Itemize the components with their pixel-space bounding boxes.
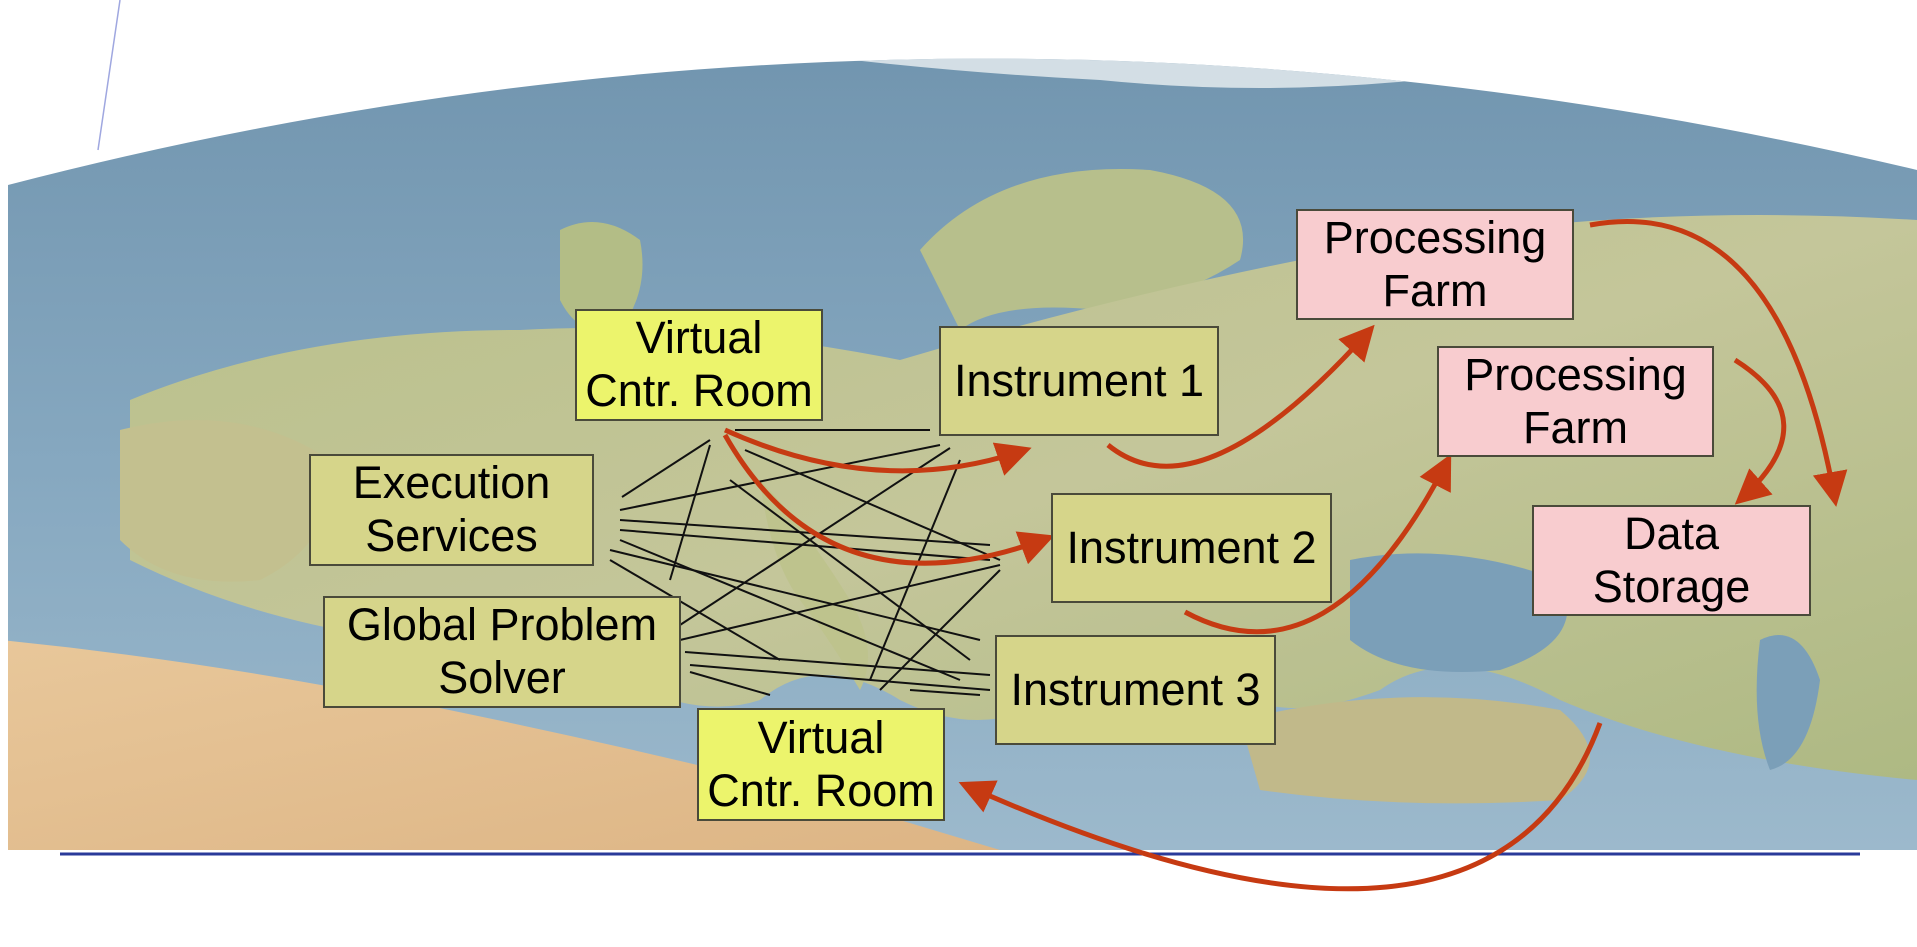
mesh-link	[619, 444, 941, 511]
node-label-line: Data	[1623, 507, 1720, 559]
mesh-link	[619, 519, 991, 546]
node-label-line: Cntr. Room	[707, 764, 935, 816]
global-problem-solver-node: Global Problem Solver	[323, 596, 681, 708]
mesh-link	[744, 449, 1001, 561]
mesh-links	[609, 429, 1001, 696]
mesh-link	[729, 479, 971, 661]
instrument-1-node: Instrument 1	[939, 326, 1219, 436]
virtual-control-room-node: Virtual Cntr. Room	[575, 309, 823, 421]
land-italy	[760, 480, 868, 690]
land-scandinavia	[920, 169, 1244, 330]
mesh-link	[609, 549, 981, 641]
mesh-link	[621, 439, 711, 498]
black-sea	[1350, 553, 1568, 672]
arrow-vcr-to-instrument2	[722, 433, 1055, 566]
node-label-line: Virtual	[757, 711, 885, 763]
arrow-farm1-to-storage	[1589, 218, 1848, 507]
mesh-link	[679, 564, 1001, 641]
land-britain	[560, 222, 643, 332]
land-turkey	[1240, 697, 1590, 804]
mesh-link	[879, 569, 1001, 691]
land-iberia	[120, 420, 332, 582]
decorative-line	[97, 0, 121, 151]
virtual-control-room-node: Virtual Cntr. Room	[697, 708, 945, 821]
node-label-line: Farm	[1382, 264, 1488, 316]
data-storage-node: Data Storage	[1532, 505, 1811, 616]
node-label-line: Solver	[438, 652, 566, 703]
node-label-line: Processing	[1464, 348, 1687, 400]
node-label-line: Execution	[352, 457, 551, 509]
mesh-link	[619, 529, 991, 561]
arrow-instrument2-to-farm2	[1183, 453, 1452, 635]
node-label-line: Global Problem	[346, 599, 658, 651]
node-label-line: Virtual	[635, 312, 763, 364]
processing-farm-node: Processing Farm	[1296, 209, 1574, 320]
instrument-3-node: Instrument 3	[995, 635, 1276, 745]
node-label-line: Cntr. Room	[585, 365, 813, 416]
arrow-storage-to-vcr	[958, 722, 1603, 892]
mesh-link	[609, 559, 781, 661]
arrow-vcr-to-instrument1	[723, 427, 1032, 476]
processing-farm-node: Processing Farm	[1437, 346, 1714, 457]
instrument-2-node: Instrument 2	[1051, 493, 1332, 603]
node-label-line: Instrument 1	[953, 354, 1205, 406]
mesh-link	[669, 444, 711, 581]
arctic-ice	[700, 58, 1500, 88]
node-label-line: Farm	[1523, 401, 1628, 453]
mesh-link	[684, 651, 991, 676]
arrow-farm2-to-storage	[1733, 357, 1787, 505]
node-label-line: Services	[365, 510, 538, 561]
mesh-link	[909, 689, 981, 696]
execution-services-node: Execution Services	[309, 454, 594, 566]
node-label-line: Storage	[1592, 560, 1751, 612]
mesh-link	[679, 447, 951, 626]
node-label-line: Processing	[1323, 211, 1547, 263]
mesh-link	[619, 539, 961, 681]
mesh-link	[689, 671, 771, 696]
caspian-sea	[1756, 635, 1820, 770]
node-label-line: Instrument 3	[1010, 663, 1261, 715]
flow-arrows	[722, 218, 1848, 892]
mesh-link	[689, 664, 991, 691]
node-label-line: Instrument 2	[1066, 521, 1317, 573]
arrow-instrument1-to-farm1	[1106, 324, 1375, 469]
mesh-link	[869, 459, 961, 681]
